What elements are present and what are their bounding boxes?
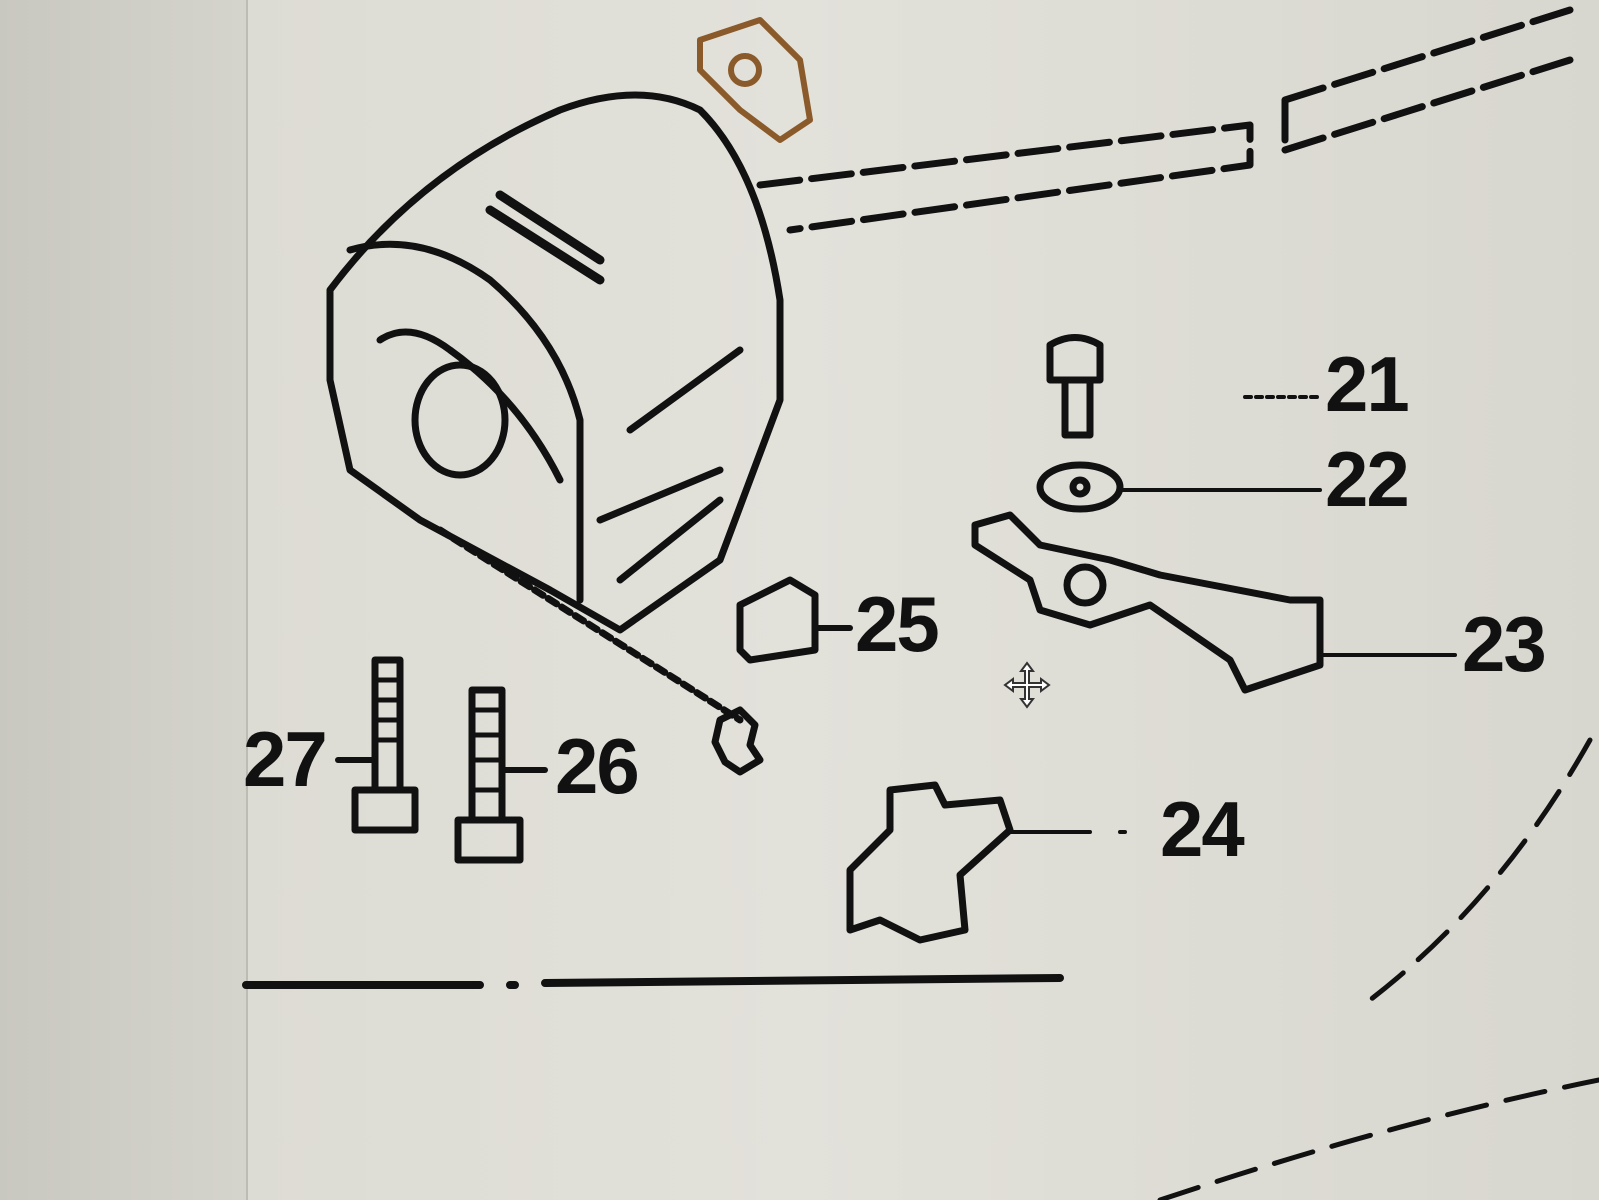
upper-bracket-part (697, 17, 813, 143)
part-24-bracket (846, 781, 1127, 944)
handlebar (756, 6, 1574, 234)
label-27: 27 (243, 715, 328, 803)
label-24: 24 (1160, 785, 1245, 873)
label-26: 26 (555, 722, 640, 810)
label-25: 25 (855, 580, 940, 668)
part-21-screw (1046, 334, 1322, 439)
wire-connector (711, 706, 764, 776)
part-22-washer (1036, 461, 1322, 513)
move-cursor-icon (1003, 661, 1051, 709)
outline-curve (1367, 737, 1593, 1003)
part-26-bolt (454, 686, 548, 864)
part-25-block (736, 576, 853, 664)
part-23-lever (971, 511, 1457, 694)
outline-curve-lower (1157, 1077, 1599, 1200)
label-23: 23 (1462, 600, 1547, 688)
label-22: 22 (1325, 435, 1410, 523)
label-21: 21 (1325, 340, 1410, 428)
page-margin (0, 0, 248, 1200)
switch-housing (326, 91, 784, 634)
section-divider-line (242, 974, 1064, 989)
wire (436, 526, 744, 724)
part-27-bolt (335, 656, 419, 834)
